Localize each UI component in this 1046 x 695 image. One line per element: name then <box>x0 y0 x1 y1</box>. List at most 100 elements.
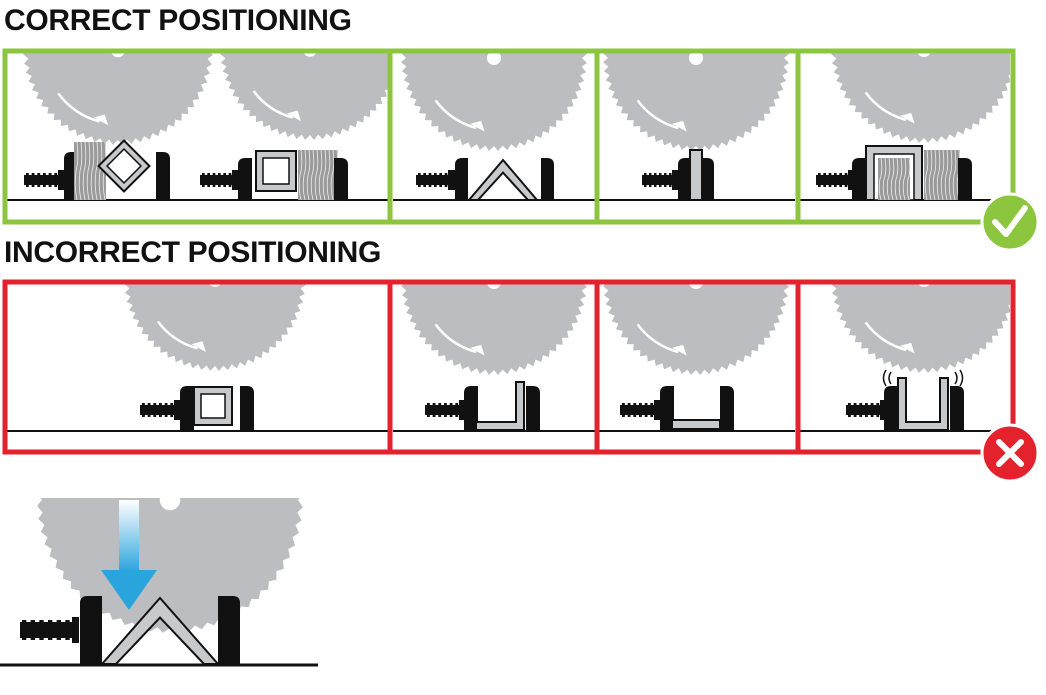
screw-thread <box>207 173 210 187</box>
saw-blade <box>831 284 1010 373</box>
wood-grain <box>310 149 315 201</box>
wood-grain <box>86 141 91 201</box>
check-icon <box>980 192 1040 252</box>
vise-jaw-left <box>238 158 252 200</box>
screw-thread <box>644 403 648 417</box>
wood-grain <box>902 157 907 201</box>
correct-positioning-heading: CORRECT POSITIONING <box>4 4 352 37</box>
screw-thread <box>48 620 53 640</box>
square-tube-upright <box>255 150 297 192</box>
blade-arbor-hole <box>209 284 221 287</box>
screw-thread <box>848 403 851 417</box>
screw-thread <box>153 403 157 417</box>
wood-block <box>924 149 961 201</box>
flat-bar-horizontal <box>671 419 721 430</box>
screw-shaft <box>416 175 448 185</box>
screw-thread <box>31 173 35 187</box>
tube-inner <box>262 157 290 185</box>
screw-collar <box>72 617 79 643</box>
screw-collar <box>232 170 239 190</box>
screw-thread <box>228 173 232 187</box>
angle-profile-apex-up <box>466 158 540 201</box>
screw-thread <box>438 403 442 417</box>
screw-thread <box>439 173 442 187</box>
vise-jaw-right <box>334 158 348 200</box>
down-arrow-icon <box>101 500 157 610</box>
wood-grain <box>78 141 83 201</box>
screw-thread <box>659 173 662 187</box>
screw-thread <box>664 173 667 187</box>
down-arrow-shaft <box>119 500 139 572</box>
wood-grain <box>326 149 331 201</box>
screw-thread <box>434 173 437 187</box>
screw-thread <box>170 403 174 417</box>
screw-collar <box>174 400 181 420</box>
vise-screw <box>24 170 65 190</box>
vise-jaw-right <box>526 386 540 431</box>
correct-panel-4-frame <box>795 48 1016 225</box>
wood-grain <box>314 149 319 201</box>
blade-arbor-hole <box>486 53 502 66</box>
screw-collar <box>672 170 679 190</box>
screw-thread <box>39 620 44 640</box>
wood-grain <box>924 149 929 201</box>
rotation-arrowhead-icon <box>900 112 915 124</box>
screw-thread <box>212 173 216 187</box>
screw-collar <box>58 170 65 190</box>
wood-grain <box>318 149 323 201</box>
rotation-arrowhead-icon <box>93 114 109 126</box>
blade-arbor-hole <box>111 53 125 58</box>
saw-blade-body <box>831 284 1010 373</box>
vise-jaw-right <box>720 386 734 431</box>
saw-blade-body <box>603 284 789 375</box>
wood-grain <box>98 141 103 201</box>
rotation-arrow-icon <box>864 91 907 122</box>
wood-grain <box>894 157 899 201</box>
screw-shaft <box>425 405 459 415</box>
screw-shaft <box>620 405 654 415</box>
saw-blade-body <box>23 53 213 145</box>
vise-jaw-left <box>660 386 674 431</box>
wood-grain <box>944 149 949 201</box>
screw-thread <box>834 173 837 187</box>
vise-jaw-right <box>541 158 554 200</box>
screw-shaft <box>24 175 58 185</box>
screw-thread <box>853 403 857 417</box>
screw-thread <box>444 403 447 417</box>
screw-thread <box>455 403 459 417</box>
blade-arbor-hole <box>688 53 704 66</box>
screw-collar <box>654 400 661 420</box>
wood-grain <box>322 149 327 201</box>
wood-grain <box>330 149 335 201</box>
saw-blade <box>220 53 388 140</box>
vise-screw <box>416 170 455 190</box>
rotation-arrow-icon <box>636 323 679 354</box>
correct-panel-4 <box>800 53 1010 201</box>
vise-jaw-left <box>455 158 468 200</box>
screw-collar <box>459 400 466 420</box>
screw-thread <box>432 403 436 417</box>
rotation-arrow-icon <box>252 90 294 119</box>
wood-grain <box>890 157 895 201</box>
vise-screw <box>200 170 239 190</box>
saw-blade-body <box>831 53 1010 143</box>
screw-thread <box>627 403 631 417</box>
saw-blade-body <box>603 53 789 151</box>
vise-screw <box>620 400 661 420</box>
screw-thread <box>428 173 432 187</box>
detail-view <box>0 498 318 667</box>
vise-jaw-left <box>884 386 898 431</box>
cross-icon <box>980 423 1040 483</box>
blade-arbor-hole <box>689 284 703 290</box>
saw-blade <box>603 284 789 375</box>
screw-thread <box>427 403 430 417</box>
wood-grain <box>306 149 311 201</box>
screw-thread <box>423 173 426 187</box>
screw-collar <box>848 170 855 190</box>
saw-blade-body <box>124 284 306 371</box>
saw-blade <box>831 53 1010 143</box>
screw-shaft <box>642 175 672 185</box>
blade-arbor-hole <box>159 498 181 511</box>
screw-thread <box>202 173 205 187</box>
